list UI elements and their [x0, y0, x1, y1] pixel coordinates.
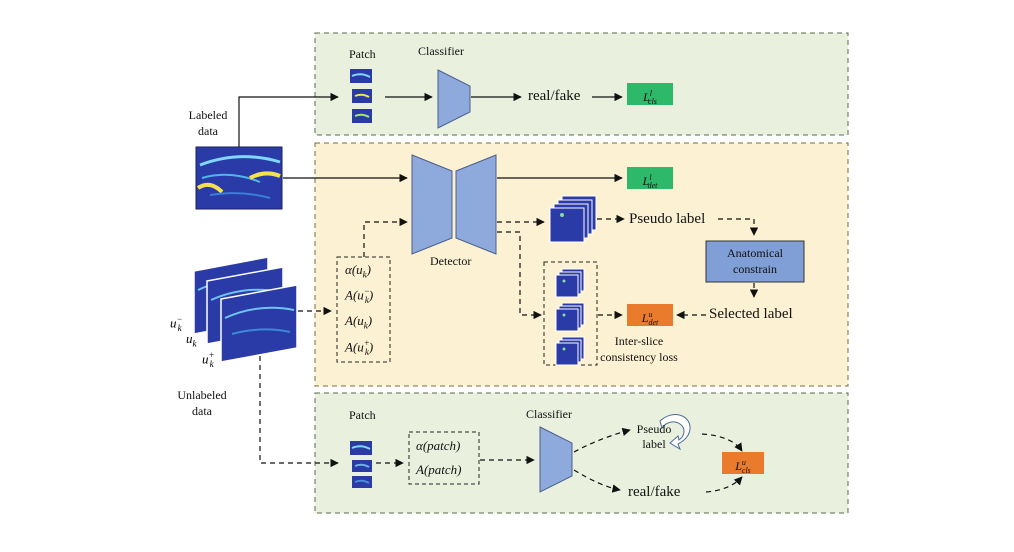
anatomical-box [705, 240, 805, 283]
unlabeled-data-line1: Unlabeled [177, 388, 227, 402]
u-plus-label: u+k [202, 350, 215, 369]
loss-det-labeled: Lldet [627, 167, 673, 190]
pseudo-curve-icon [659, 414, 691, 451]
bottom-classifier-shape [539, 426, 573, 493]
top-classifier-shape [437, 69, 471, 129]
detector-label: Detector [430, 254, 472, 268]
pseudo-label-text: Pseudo label [629, 211, 706, 227]
augment-item-1: A(u−k) [345, 286, 374, 305]
bottom-pseudo-line2: label [642, 437, 666, 451]
unlabeled-stack [193, 256, 298, 363]
loss-cls-labeled: Llcls [627, 83, 673, 106]
detector-output-stack [549, 195, 597, 243]
arrow-labeled-to-top [238, 92, 339, 147]
inter-slice-box [543, 261, 598, 366]
bottom-classifier-label: Classifier [526, 407, 572, 421]
bottom-patches [350, 441, 372, 488]
loss-cls-unlabeled: Lucls [722, 452, 764, 475]
bottom-pseudo-line1: Pseudo [636, 422, 672, 436]
inter-slice-line2: consistency loss [600, 350, 678, 364]
selected-label-text: Selected label [709, 306, 793, 322]
anatomical-line1: Anatomical [727, 246, 783, 260]
u-k-label: uk [186, 331, 197, 349]
top-panel [314, 32, 849, 136]
labeled-data-line1: Labeled [188, 108, 228, 122]
labeled-data-line2: data [198, 124, 218, 138]
bottom-output-label: real/fake [628, 484, 681, 500]
top-patch-label: Patch [349, 47, 376, 61]
labeled-image [195, 146, 283, 210]
detector-shape [411, 154, 497, 255]
loss-det-unlabeled: Ludet [627, 304, 673, 327]
top-output-label: real/fake [528, 88, 581, 104]
augment-item-3: A(u+k) [345, 338, 374, 357]
augment-item-0: α(uk) [345, 262, 372, 280]
inter-slice-line1: Inter-slice [614, 334, 664, 348]
top-classifier-label: Classifier [418, 44, 464, 58]
u-minus-label: u−k [170, 314, 183, 333]
bottom-augment-box [408, 431, 480, 485]
bottom-augment-line2: A(patch) [416, 462, 462, 477]
anatomical-line2: constrain [733, 262, 777, 276]
unlabeled-data-line2: data [192, 404, 212, 418]
bottom-augment-line1: α(patch) [416, 438, 461, 453]
augment-item-2: A(uk) [345, 313, 373, 331]
top-patches [350, 69, 372, 123]
augment-list-box [336, 256, 391, 363]
bottom-patch-label: Patch [349, 408, 376, 422]
